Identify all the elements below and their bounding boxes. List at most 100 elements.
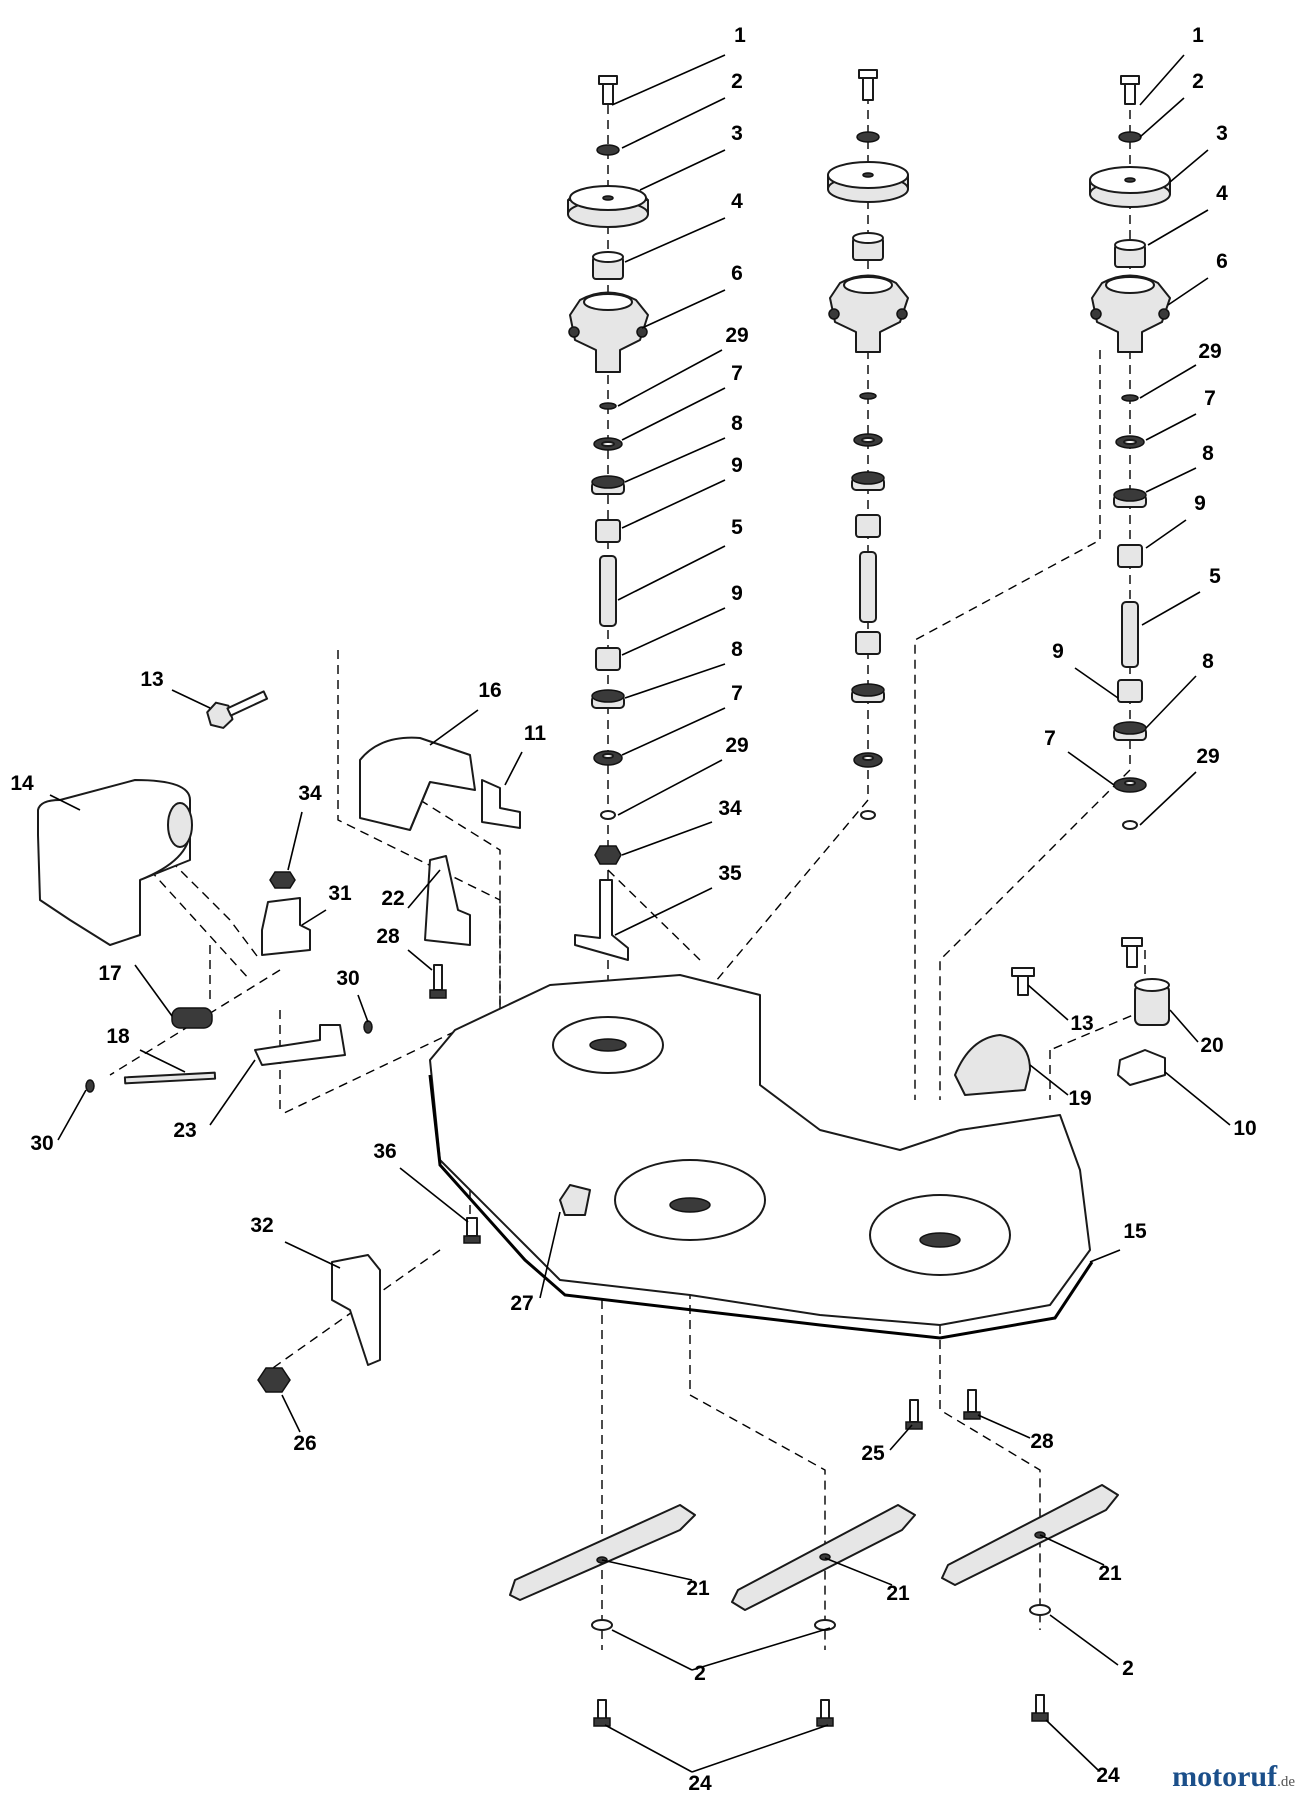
callout-leader-c32 <box>284 1241 341 1269</box>
callout-label-c1a: 1 <box>734 24 746 47</box>
callout-label-c5a: 5 <box>731 516 743 539</box>
callout-leader-c30b <box>57 1089 87 1141</box>
bracket-22 <box>424 855 471 946</box>
callout-leader-c9d <box>1074 667 1119 699</box>
callout-label-c9b: 9 <box>731 582 743 605</box>
spring <box>171 1007 213 1029</box>
callout-label-c15: 15 <box>1123 1220 1147 1243</box>
callout-leader-c3b <box>1169 149 1209 183</box>
callout-leader-c6b <box>1167 277 1209 306</box>
callout-leader-c8c <box>1145 467 1197 493</box>
callout-label-c17: 17 <box>98 962 121 985</box>
callout-label-c2a: 2 <box>731 70 743 93</box>
hinge-bracket <box>254 1024 346 1066</box>
callout-leader-c22 <box>407 869 441 909</box>
callout-leaders <box>49 54 1231 1773</box>
callout-leader-c34a <box>621 821 713 856</box>
callout-label-c16: 16 <box>478 679 501 702</box>
callout-label-c1b: 1 <box>1192 24 1204 47</box>
callout-leader-c1b <box>1139 54 1185 106</box>
callout-label-c11: 11 <box>524 722 547 745</box>
callout-label-c7b: 7 <box>731 682 743 705</box>
spindle-stack-right <box>1089 75 1171 830</box>
callout-leader-c2c <box>611 1629 693 1671</box>
callout-leader-c24a <box>604 1724 693 1773</box>
callout-label-c3a: 3 <box>731 122 743 145</box>
callout-leader-c8d <box>1145 675 1197 729</box>
callout-label-c31: 31 <box>328 882 352 905</box>
blade-left <box>509 1504 696 1601</box>
callout-leader-c8a <box>624 437 726 483</box>
callout-leader-c30a <box>357 994 369 1023</box>
callout-label-c23: 23 <box>173 1119 196 1142</box>
callout-leader-c9c <box>1145 519 1187 549</box>
callout-label-c7c: 7 <box>1204 387 1216 410</box>
callout-label-c7d: 7 <box>1044 727 1056 750</box>
callout-label-c29c: 29 <box>1198 340 1221 363</box>
callout-leader-c21b <box>824 1557 893 1586</box>
callout-leader-c10 <box>1164 1071 1231 1126</box>
callout-leader-c29d <box>1139 771 1197 826</box>
callout-label-c9a: 9 <box>731 454 743 477</box>
callout-leader-c20 <box>1169 1009 1199 1043</box>
baffle-bracket <box>257 1254 381 1393</box>
callout-label-c34a: 34 <box>718 797 742 820</box>
callout-label-c8d: 8 <box>1202 650 1214 673</box>
callout-leader-c26 <box>281 1394 301 1433</box>
callout-leader-c17 <box>134 964 173 1017</box>
callout-leader-c7a <box>621 387 726 441</box>
callout-leader-c16 <box>429 709 479 746</box>
idler-arm <box>1117 1049 1166 1086</box>
callout-leader-c8b <box>624 663 726 699</box>
belt-guard <box>359 736 476 831</box>
idler-parts <box>954 937 1170 1096</box>
bracket-35 <box>574 879 629 961</box>
callout-leader-c7d <box>1067 751 1115 786</box>
callout-leader-c11 <box>504 751 523 786</box>
callout-leader-c31 <box>301 909 327 926</box>
callout-leader-extra-0 <box>691 1627 831 1671</box>
spindle-housing <box>569 291 649 373</box>
callout-label-c21c: 21 <box>1098 1562 1122 1585</box>
callout-leader-c19 <box>1029 1064 1069 1096</box>
callout-label-c7a: 7 <box>731 362 743 385</box>
callout-label-c6a: 6 <box>731 262 743 285</box>
bolt <box>602 81 614 105</box>
callout-leader-c15 <box>1089 1249 1121 1263</box>
callout-label-c5b: 5 <box>1209 565 1221 588</box>
callout-label-c35: 35 <box>718 862 742 885</box>
callout-leader-c9b <box>621 607 726 656</box>
callout-label-c8b: 8 <box>731 638 743 661</box>
callout-label-c29a: 29 <box>725 324 748 347</box>
callout-label-c2b: 2 <box>1192 70 1204 93</box>
callout-label-c4a: 4 <box>731 190 743 213</box>
callout-leader-c25 <box>889 1424 913 1451</box>
callout-label-c24a: 24 <box>688 1772 712 1795</box>
callout-label-c14: 14 <box>10 772 34 795</box>
callout-leader-c29b <box>617 759 723 816</box>
callout-label-c2d: 2 <box>1122 1657 1134 1680</box>
callout-label-c24b: 24 <box>1096 1764 1120 1787</box>
callout-label-c34b: 34 <box>298 782 322 805</box>
callout-leader-c4a <box>624 217 726 263</box>
callout-leader-c21c <box>1039 1534 1105 1566</box>
callout-leader-c23 <box>209 1059 256 1126</box>
callout-label-c20: 20 <box>1200 1034 1223 1057</box>
callout-leader-c2d <box>1049 1614 1119 1666</box>
callout-leader-c6a <box>641 289 726 329</box>
callout-label-c26: 26 <box>293 1432 316 1455</box>
callout-label-c18: 18 <box>106 1025 130 1048</box>
callout-leader-c1a <box>611 54 726 106</box>
callout-label-c9d: 9 <box>1052 640 1064 663</box>
callout-leader-c27 <box>539 1211 561 1299</box>
mower-deck <box>428 974 1094 1430</box>
callout-leader-c35 <box>614 887 713 936</box>
blades <box>509 1484 1119 1727</box>
callout-leader-extra-1 <box>691 1724 829 1773</box>
callout-label-c30a: 30 <box>336 967 359 990</box>
callout-label-c36: 36 <box>373 1140 396 1163</box>
callout-label-c2c: 2 <box>694 1662 706 1685</box>
callout-label-c27: 27 <box>510 1292 533 1315</box>
callout-label-c25: 25 <box>861 1442 885 1465</box>
